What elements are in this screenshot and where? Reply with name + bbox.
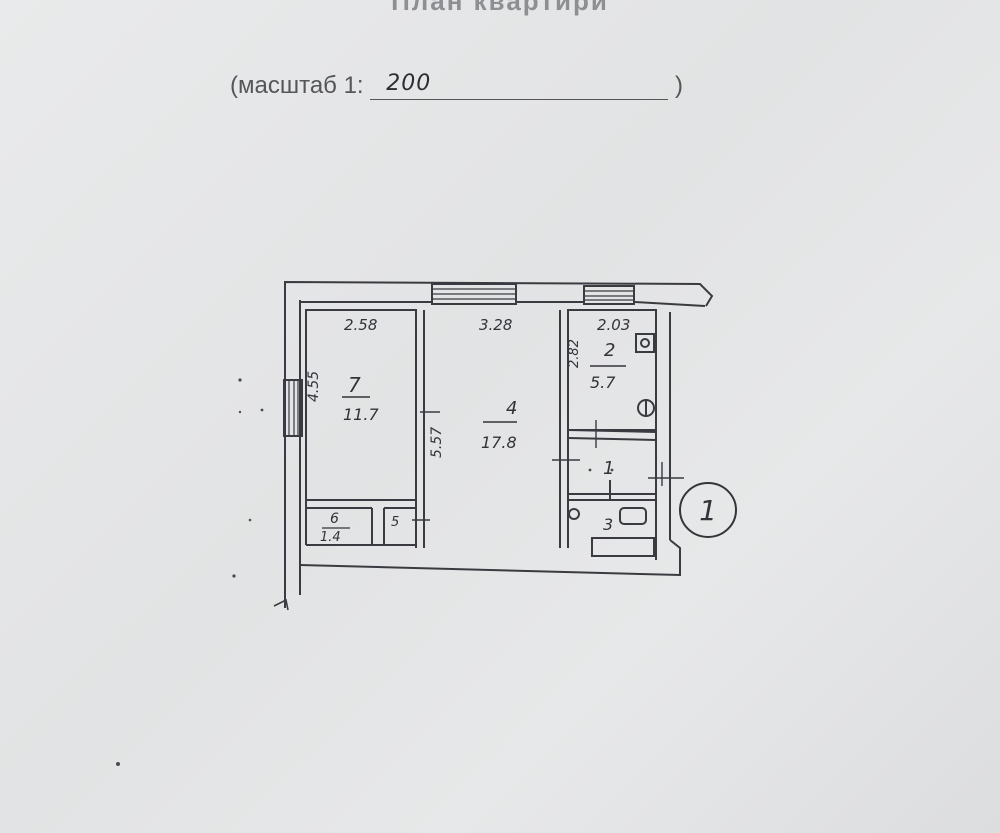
room-6-area: 1.4 [320, 530, 341, 545]
room-4-length: 5.57 [429, 427, 445, 458]
plan-title: План квартири [391, 0, 609, 16]
room-7-length: 4.55 [306, 371, 322, 402]
scale-prefix: (масштаб 1: [230, 72, 364, 99]
scale-suffix: ) [674, 72, 683, 99]
plan-walls [273, 280, 714, 611]
room-2-width: 2.03 [597, 316, 630, 334]
room-4-area: 17.8 [481, 433, 517, 452]
apartment-marker-circle [679, 482, 737, 538]
paper-specks [116, 378, 614, 766]
room-4-number: 4 [506, 398, 517, 419]
room-2-length: 2.82 [567, 339, 582, 368]
room-7-width: 2.58 [344, 316, 377, 334]
room-4-width: 3.28 [479, 316, 512, 334]
scale-blank: 200 [370, 71, 669, 100]
room-2-number: 2 [604, 340, 615, 361]
room-7-area: 11.7 [343, 405, 379, 424]
room-5-number: 5 [391, 515, 399, 530]
room-7-number: 7 [348, 373, 361, 397]
room-1-number: 1 [603, 458, 614, 479]
room-2-area: 5.7 [590, 373, 616, 392]
scale-line: (масштаб 1: 200 ) [230, 71, 683, 100]
room-3-number: 3 [603, 515, 613, 534]
scale-value: 200 [386, 71, 432, 96]
apartment-marker-label: 1 [699, 494, 717, 527]
room-6-number: 6 [330, 511, 339, 527]
